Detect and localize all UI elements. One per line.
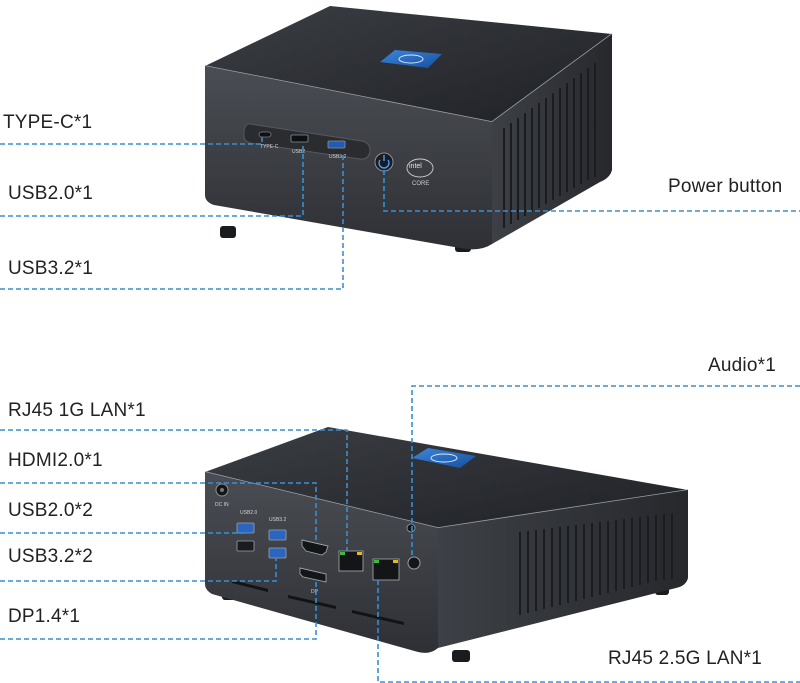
leader-audio [411,385,800,557]
usb32-rear-port-2 [268,547,287,559]
rear-bottom-vents [232,580,404,625]
label-dp: DP1.4*1 [8,606,81,627]
intel-core-badge: intel CORE [406,158,434,187]
rj45-1g-port [338,550,364,572]
label-rj45-25g: RJ45 2.5G LAN*1 [608,648,763,669]
svg-text:intel: intel [409,163,422,170]
usb20-rear-port-1 [236,522,255,534]
rear-device: DC IN USB2.0 USB3.2 DP [204,427,689,662]
port-silkscreen-label: DC IN [215,502,229,508]
label-power-button: Power button [668,176,783,197]
leader-usb32-rear [0,558,277,582]
label-usb20-rear: USB2.0*2 [8,500,94,521]
label-usb32-front: USB3.2*1 [8,258,94,279]
audio-jack [407,556,421,570]
rear-device-face [205,472,438,653]
leader-usb20-front [0,145,304,217]
type-c-port [258,131,272,138]
label-usb32-rear: USB3.2*2 [8,546,94,567]
leader-rj45-25g [377,580,800,683]
label-type-c: TYPE-C*1 [3,112,93,133]
front-device-vents [503,63,596,228]
hdmi-port [301,539,329,556]
port-silkscreen-label: DP [311,589,319,595]
rear-device-top [205,427,688,528]
port-silkscreen-label: TYPE-C [260,144,279,150]
port-silkscreen-label: USB2 [292,149,305,155]
intel-logo-top [380,50,442,68]
label-rj45-1g: RJ45 1G LAN*1 [8,400,146,421]
leader-usb32-front [0,152,344,290]
rj45-25g-port [372,558,400,581]
port-silkscreen-label: USB3.2 [269,517,286,523]
usb32-front-port [327,140,346,149]
leader-dp [0,580,317,640]
dp-port [299,567,327,583]
rear-device-vents [519,513,673,615]
front-foot-left [220,226,236,238]
power-button-graphic [374,152,394,172]
rear-device-side [438,490,688,648]
label-hdmi: HDMI2.0*1 [8,450,103,471]
leader-power-button [383,170,800,212]
leader-type-c [0,136,263,145]
svg-text:CORE: CORE [412,181,429,187]
label-audio: Audio*1 [708,355,776,376]
port-silkscreen-label: USB3.2 [329,154,346,160]
front-device: TYPE-C USB2 USB3.2 intel CORE [204,6,613,252]
rear-foot-right [452,650,470,662]
leader-lines [0,136,800,683]
leader-rj45-1g [0,429,348,551]
port-silkscreen-label: USB2.0 [240,510,257,516]
intel-logo-top-rear [412,448,476,468]
leader-hdmi [0,482,317,541]
usb20-front-port [290,134,309,143]
label-usb20-front: USB2.0*1 [8,183,94,204]
usb20-rear-port-2 [236,540,255,552]
usb32-rear-port-1 [268,529,287,541]
